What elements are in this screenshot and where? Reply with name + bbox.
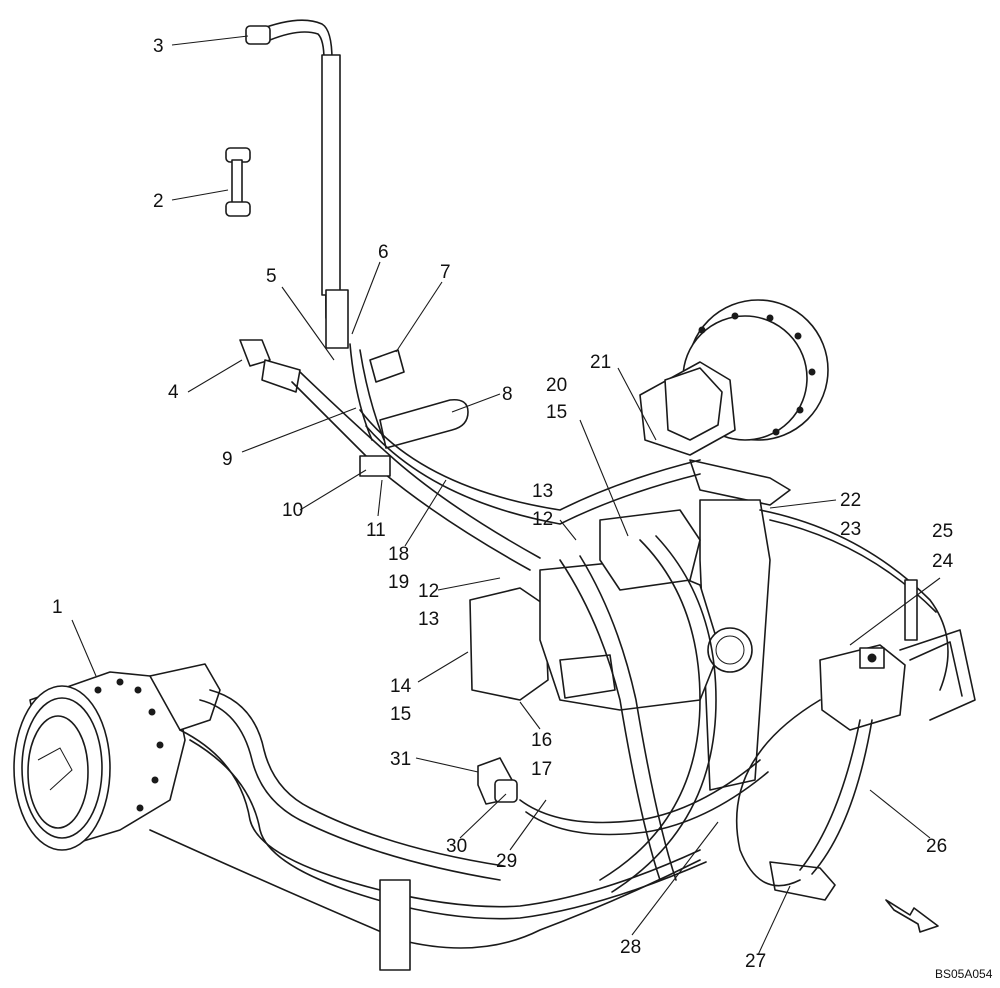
upper-hose-3 — [245, 19, 349, 349]
leader-lines — [71, 35, 941, 956]
callout-25: 25 — [932, 521, 953, 542]
hydrostatic-pump — [469, 509, 753, 711]
callout-20: 20 — [546, 375, 567, 396]
callout-31: 31 — [390, 749, 411, 770]
callout-3: 3 — [153, 36, 164, 57]
callout-11: 11 — [366, 520, 386, 541]
callout-10: 10 — [282, 500, 303, 521]
direction-arrow-icon — [885, 899, 939, 933]
callout-2: 2 — [153, 191, 164, 212]
callout-7: 7 — [440, 262, 451, 283]
callout-16: 16 — [531, 730, 552, 751]
callout-17: 17 — [531, 759, 552, 780]
suction-hose-group — [239, 339, 701, 571]
callout-22: 22 — [840, 490, 861, 511]
control-valve — [819, 644, 906, 731]
hose-network — [149, 509, 976, 971]
callout-8: 8 — [502, 384, 513, 405]
callout-13-lower: 13 — [418, 609, 439, 630]
callout-21: 21 — [590, 352, 611, 373]
callout-1: 1 — [52, 597, 63, 618]
tube-link-2 — [225, 147, 251, 217]
callout-24: 24 — [932, 551, 954, 572]
callout-4: 4 — [168, 382, 179, 403]
callout-15-upper: 15 — [546, 402, 567, 423]
callout-labels: 1 2 3 4 5 6 7 8 9 10 11 12 12 13 13 14 1… — [52, 36, 954, 972]
right-drive-motor — [639, 299, 829, 791]
callout-6: 6 — [378, 242, 389, 263]
callout-9: 9 — [222, 449, 233, 470]
callout-23: 23 — [840, 519, 861, 540]
callout-29: 29 — [496, 851, 517, 872]
callout-26: 26 — [926, 836, 947, 857]
fitting-31 — [477, 757, 518, 805]
callout-12-lower: 12 — [418, 581, 439, 602]
callout-15-lower: 15 — [390, 704, 411, 725]
callout-28: 28 — [620, 937, 641, 958]
callout-30: 30 — [446, 836, 467, 857]
callout-14: 14 — [390, 676, 412, 697]
callout-18: 18 — [388, 544, 409, 565]
callout-12-upper: 12 — [532, 509, 553, 530]
callout-27: 27 — [745, 951, 766, 972]
left-drive-motor — [13, 663, 221, 851]
callout-19: 19 — [388, 572, 409, 593]
callout-13-upper: 13 — [532, 481, 553, 502]
figure-reference-code: BS05A054 — [935, 967, 993, 981]
callout-5: 5 — [266, 266, 277, 287]
